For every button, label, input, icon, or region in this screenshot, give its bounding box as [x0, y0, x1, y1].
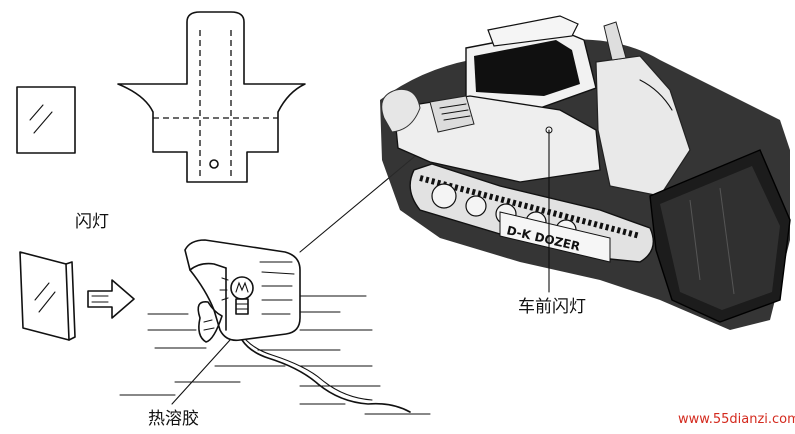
cutout-template: [117, 11, 306, 183]
flash-glass-top: [16, 86, 76, 154]
light-arrow: [87, 279, 135, 319]
glue-blob: [197, 301, 223, 343]
bulldozer-photo: D-K DOZER: [380, 15, 791, 331]
flash-glass-plate: [19, 251, 76, 341]
watermark: www.55dianzi.com: [678, 412, 795, 427]
glue-leader-line: [171, 339, 231, 405]
surface-lines: [119, 295, 431, 415]
front-flash-lamp-label: 车前闪灯: [518, 297, 586, 317]
lamp-wires: [241, 339, 411, 413]
hot-melt-glue-label: 热溶胶: [148, 409, 199, 429]
flash-lamp-label: 闪灯: [75, 212, 109, 232]
bulb-icon: [219, 276, 254, 315]
